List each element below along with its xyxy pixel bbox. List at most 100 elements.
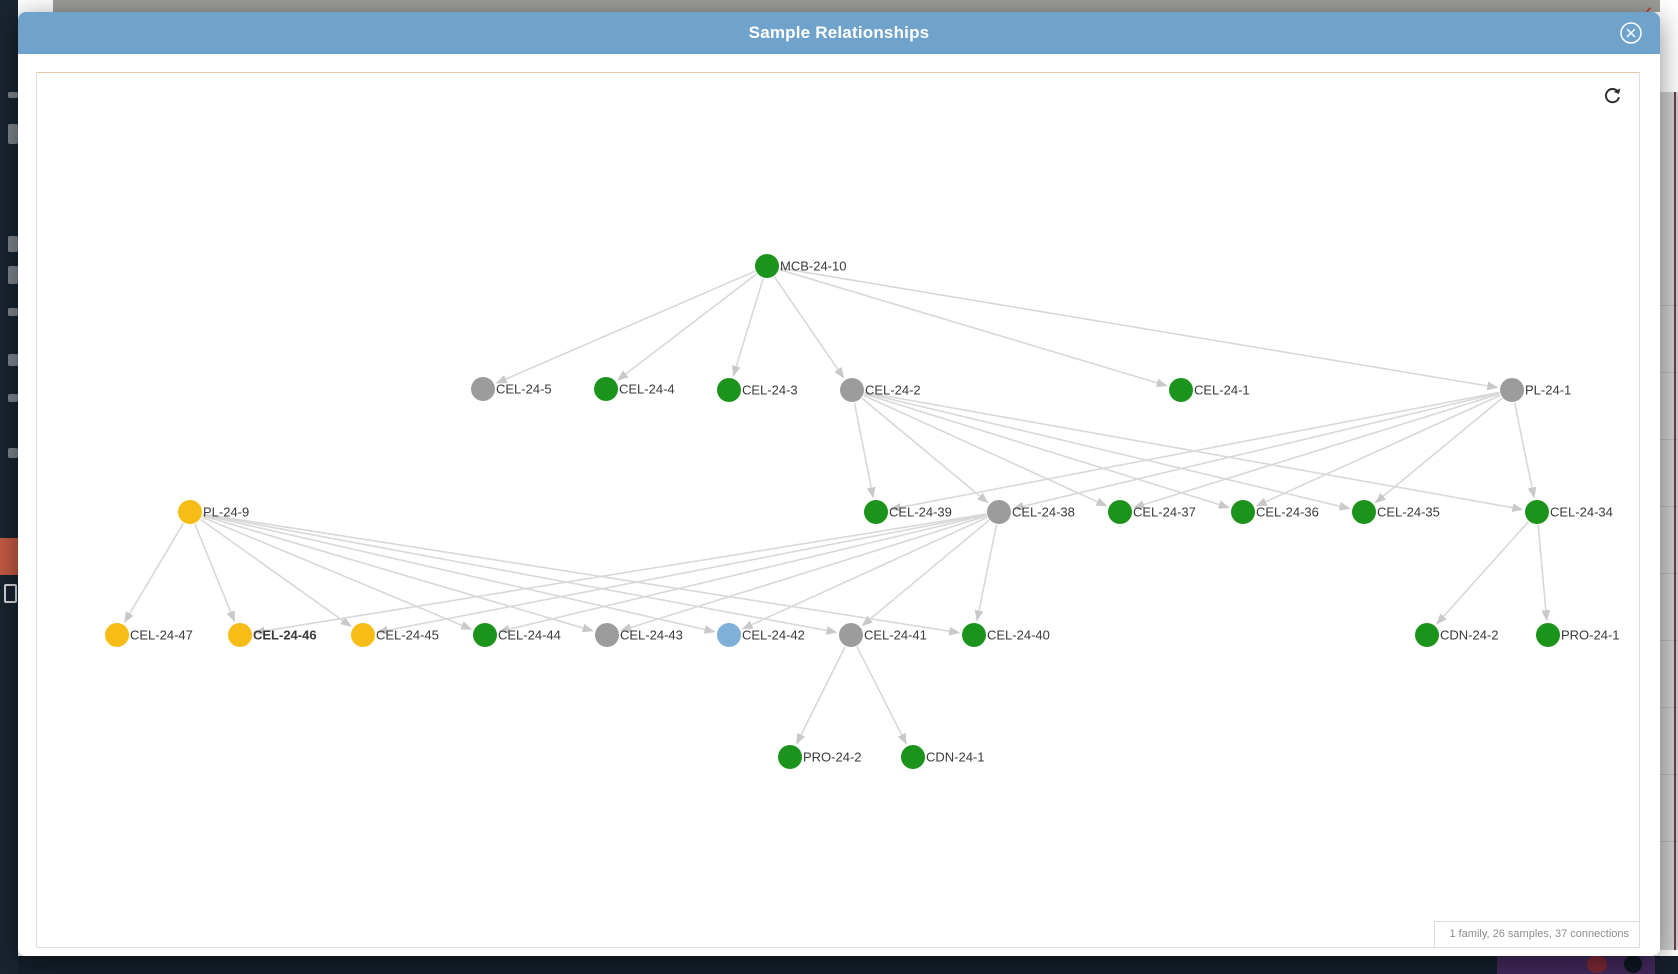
graph-node-label: CDN-24-1 — [926, 750, 985, 765]
sidebar-glyph — [8, 124, 18, 144]
graph-edge — [853, 402, 876, 499]
graph-edge — [773, 276, 845, 379]
sidebar-glyph — [8, 394, 18, 402]
background-table-edge — [1660, 0, 1678, 974]
graph-node-CEL-24-42[interactable]: CEL-24-42 — [717, 623, 805, 647]
graph-node-label: CEL-24-39 — [889, 505, 952, 520]
graph-node-CEL-24-45[interactable]: CEL-24-45 — [351, 623, 439, 647]
graph-node-CEL-24-3[interactable]: CEL-24-3 — [717, 378, 798, 402]
background-sidebar — [0, 0, 18, 974]
graph-node-CEL-24-40[interactable]: CEL-24-40 — [962, 623, 1050, 647]
graph-node-label: CEL-24-35 — [1377, 505, 1440, 520]
background-check-glyph: ✓ — [1642, 4, 1653, 20]
document-icon — [4, 584, 17, 603]
sidebar-glyph — [8, 448, 18, 458]
sidebar-glyph — [8, 354, 18, 366]
background-top-bar — [53, 0, 1678, 12]
graph-edge — [201, 516, 473, 630]
graph-node-CEL-24-43[interactable]: CEL-24-43 — [595, 623, 683, 647]
modal-title: Sample Relationships — [748, 23, 930, 42]
graph-edge — [889, 391, 1500, 512]
graph-node-CEL-24-2[interactable]: CEL-24-2 — [840, 378, 921, 402]
graph-edge — [202, 514, 716, 634]
refresh-layout-button[interactable] — [1599, 85, 1625, 111]
sidebar-item-alert — [0, 538, 18, 575]
graph-node-CEL-24-38[interactable]: CEL-24-38 — [987, 500, 1075, 524]
graph-edge — [253, 513, 987, 636]
graph-node-label: CEL-24-47 — [130, 628, 193, 643]
graph-node-label: CEL-24-2 — [865, 383, 921, 398]
graph-edge — [856, 646, 907, 745]
graph-node-label: CEL-24-42 — [742, 628, 805, 643]
graph-stats: 1 family, 26 samples, 37 connections — [1434, 921, 1639, 947]
graph-node-CEL-24-39[interactable]: CEL-24-39 — [864, 500, 952, 524]
graph-node-label: CEL-24-3 — [742, 383, 798, 398]
graph-edge — [620, 515, 987, 632]
graph-node-PRO-24-2[interactable]: PRO-24-2 — [778, 745, 862, 769]
background-footer-dark-dot — [1624, 955, 1642, 973]
refresh-curved-arrow-icon — [1605, 87, 1621, 103]
graph-edge — [200, 518, 352, 627]
graph-node-CEL-24-34[interactable]: CEL-24-34 — [1525, 500, 1613, 524]
graph-node-label: CEL-24-44 — [498, 628, 561, 643]
graph-node-CEL-24-5[interactable]: CEL-24-5 — [471, 377, 552, 401]
graph-node-label: CEL-24-43 — [620, 628, 683, 643]
graph-node-label: CEL-24-34 — [1550, 505, 1613, 520]
graph-node-label: CEL-24-5 — [496, 382, 552, 397]
graph-node-label: CEL-24-45 — [376, 628, 439, 643]
graph-node-label: PL-24-1 — [1525, 383, 1571, 398]
graph-node-PRO-24-1[interactable]: PRO-24-1 — [1536, 623, 1620, 647]
background-accent-line — [1674, 92, 1676, 950]
graph-edge — [1374, 397, 1503, 504]
graph-edge — [194, 523, 236, 623]
graph-edge — [1133, 393, 1500, 509]
background-footer — [0, 952, 1678, 974]
close-button[interactable] — [1618, 20, 1644, 46]
graph-node-CDN-24-2[interactable]: CDN-24-2 — [1415, 623, 1499, 647]
graph-edge — [861, 519, 990, 627]
background-footer-purple — [1497, 952, 1655, 974]
graph-node-label: CEL-24-40 — [987, 628, 1050, 643]
graph-node-label: MCB-24-10 — [780, 259, 846, 274]
sidebar-glyph — [8, 308, 18, 316]
graph-node-label: PL-24-9 — [203, 505, 249, 520]
graph-edge — [795, 646, 846, 745]
graph-edge — [202, 513, 838, 635]
graph-edge — [863, 394, 1108, 507]
graph-edge — [1255, 394, 1501, 507]
graph-edge — [861, 397, 989, 504]
graph-node-CEL-24-35[interactable]: CEL-24-35 — [1352, 500, 1440, 524]
graph-node-label: CEL-24-46 — [253, 628, 317, 643]
graph-node-label: CEL-24-41 — [864, 628, 927, 643]
graph-node-CDN-24-1[interactable]: CDN-24-1 — [901, 745, 985, 769]
graph-node-CEL-24-44[interactable]: CEL-24-44 — [473, 623, 561, 647]
graph-node-PL-24-1[interactable]: PL-24-1 — [1500, 378, 1571, 402]
graph-edge — [617, 273, 758, 381]
sidebar-glyph — [8, 236, 18, 252]
graph-edge — [779, 267, 1499, 391]
graph-node-CEL-24-37[interactable]: CEL-24-37 — [1108, 500, 1196, 524]
graph-edge — [974, 524, 998, 622]
graph-node-CEL-24-36[interactable]: CEL-24-36 — [1231, 500, 1319, 524]
graph-edge — [1012, 392, 1500, 511]
graph-node-label: CEL-24-4 — [619, 382, 675, 397]
graph-edge — [202, 513, 961, 636]
graph-node-CEL-24-4[interactable]: CEL-24-4 — [594, 377, 675, 401]
graph-node-label: CDN-24-2 — [1440, 628, 1499, 643]
sidebar-glyph — [8, 266, 18, 284]
graph-node-CEL-24-46[interactable]: CEL-24-46 — [228, 623, 317, 647]
graph-edge — [732, 278, 764, 377]
graph-node-label: CEL-24-36 — [1256, 505, 1319, 520]
graph-edges — [124, 267, 1551, 745]
graph-node-MCB-24-10[interactable]: MCB-24-10 — [755, 254, 846, 278]
graph-edge — [779, 268, 1168, 388]
graph-node-CEL-24-41[interactable]: CEL-24-41 — [839, 623, 927, 647]
graph-edge — [1537, 524, 1551, 622]
graph-node-CEL-24-47[interactable]: CEL-24-47 — [105, 623, 193, 647]
graph-node-PL-24-9[interactable]: PL-24-9 — [178, 500, 249, 524]
graph-edge — [376, 513, 987, 635]
graph-node-CEL-24-1[interactable]: CEL-24-1 — [1169, 378, 1250, 402]
